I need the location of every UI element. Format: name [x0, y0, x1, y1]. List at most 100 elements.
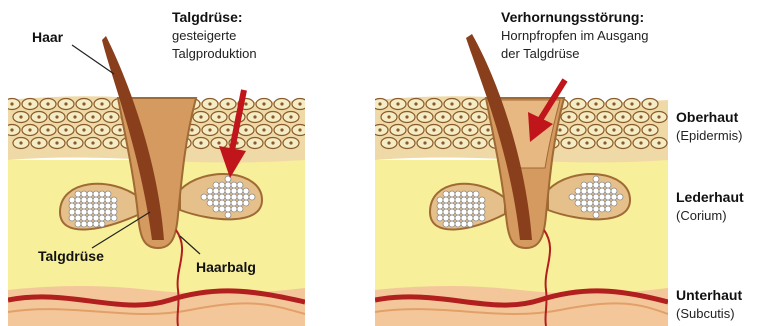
- sebum-droplet: [93, 215, 99, 221]
- cell-nucleus: [639, 115, 642, 118]
- cell-nucleus: [612, 128, 615, 131]
- sebum-droplet: [461, 215, 467, 221]
- cell-nucleus: [405, 115, 408, 118]
- cell-nucleus: [28, 128, 31, 131]
- cell-nucleus: [477, 141, 480, 144]
- cell-nucleus: [91, 115, 94, 118]
- sebum-droplet: [461, 197, 467, 203]
- layer-epidermis-name: Oberhaut: [676, 108, 738, 126]
- sebum-droplet: [455, 215, 461, 221]
- sebum-droplet: [479, 215, 485, 221]
- cell-nucleus: [217, 141, 220, 144]
- sebum-droplet: [473, 203, 479, 209]
- sebum-droplet: [87, 197, 93, 203]
- cell-nucleus: [208, 128, 211, 131]
- sebum-droplet: [473, 215, 479, 221]
- sebum-droplet: [105, 191, 111, 197]
- sebaceous-gland-title: Talgdrüse:: [172, 8, 243, 26]
- sebum-droplet: [207, 188, 213, 194]
- sebum-droplet: [69, 209, 75, 215]
- sebum-droplet: [599, 200, 605, 206]
- cell-nucleus: [585, 141, 588, 144]
- cell-nucleus: [253, 115, 256, 118]
- cell-nucleus: [423, 141, 426, 144]
- sebum-droplet: [593, 182, 599, 188]
- hair-follicle-label: Haarbalg: [196, 258, 256, 276]
- cell-nucleus: [450, 102, 453, 105]
- sebum-droplet: [69, 215, 75, 221]
- sebum-droplet: [225, 212, 231, 218]
- sebum-droplet: [599, 188, 605, 194]
- keratinization-desc-1: Hornpfropfen im Ausgang: [501, 27, 648, 45]
- sebum-droplet: [213, 188, 219, 194]
- cell-nucleus: [217, 115, 220, 118]
- cell-nucleus: [459, 115, 462, 118]
- sebum-droplet: [237, 182, 243, 188]
- cell-nucleus: [280, 102, 283, 105]
- sebum-droplet: [461, 209, 467, 215]
- sebum-droplet: [599, 194, 605, 200]
- sebum-droplet: [611, 194, 617, 200]
- sebum-droplet: [443, 221, 449, 227]
- sebum-droplet: [231, 188, 237, 194]
- cell-nucleus: [271, 115, 274, 118]
- cell-nucleus: [73, 115, 76, 118]
- sebum-droplet: [237, 206, 243, 212]
- cell-nucleus: [405, 141, 408, 144]
- cell-nucleus: [639, 141, 642, 144]
- cell-nucleus: [244, 102, 247, 105]
- sebum-droplet: [467, 191, 473, 197]
- cell-nucleus: [55, 115, 58, 118]
- sebum-droplet: [81, 191, 87, 197]
- sebum-droplet: [81, 203, 87, 209]
- cell-nucleus: [280, 128, 283, 131]
- sebum-droplet: [99, 203, 105, 209]
- cell-nucleus: [64, 102, 67, 105]
- sebum-droplet: [449, 215, 455, 221]
- sebum-droplet: [581, 194, 587, 200]
- sebum-droplet: [99, 221, 105, 227]
- sebum-droplet: [587, 206, 593, 212]
- sebum-droplet: [99, 215, 105, 221]
- sebum-droplet: [219, 194, 225, 200]
- sebum-droplet: [237, 194, 243, 200]
- sebum-droplet: [461, 203, 467, 209]
- cell-nucleus: [289, 141, 292, 144]
- layer-corium-latin: (Corium): [676, 207, 727, 225]
- sebum-droplet: [593, 194, 599, 200]
- cell-nucleus: [414, 128, 417, 131]
- layer-corium-name: Lederhaut: [676, 188, 744, 206]
- sebum-droplet: [105, 197, 111, 203]
- cell-nucleus: [100, 128, 103, 131]
- cell-nucleus: [28, 102, 31, 105]
- sebum-droplet: [443, 197, 449, 203]
- cell-nucleus: [100, 102, 103, 105]
- sebum-droplet: [225, 182, 231, 188]
- sebum-droplet: [99, 197, 105, 203]
- cell-nucleus: [73, 141, 76, 144]
- cell-nucleus: [208, 102, 211, 105]
- cell-nucleus: [648, 128, 651, 131]
- cell-nucleus: [55, 141, 58, 144]
- sebum-droplet: [81, 209, 87, 215]
- sebum-droplet: [81, 215, 87, 221]
- sebum-droplet: [443, 209, 449, 215]
- sebum-droplet: [455, 191, 461, 197]
- sebum-droplet: [99, 209, 105, 215]
- cell-nucleus: [46, 102, 49, 105]
- sebum-droplet: [455, 197, 461, 203]
- sebum-droplet: [449, 197, 455, 203]
- cell-nucleus: [109, 141, 112, 144]
- sebum-droplet: [587, 194, 593, 200]
- cell-nucleus: [603, 141, 606, 144]
- sebum-droplet: [219, 188, 225, 194]
- sebum-droplet: [111, 197, 117, 203]
- sebum-droplet: [231, 206, 237, 212]
- cell-nucleus: [414, 102, 417, 105]
- sebum-droplet: [605, 206, 611, 212]
- sebum-droplet: [213, 206, 219, 212]
- cell-nucleus: [621, 141, 624, 144]
- cell-nucleus: [109, 115, 112, 118]
- cell-nucleus: [82, 102, 85, 105]
